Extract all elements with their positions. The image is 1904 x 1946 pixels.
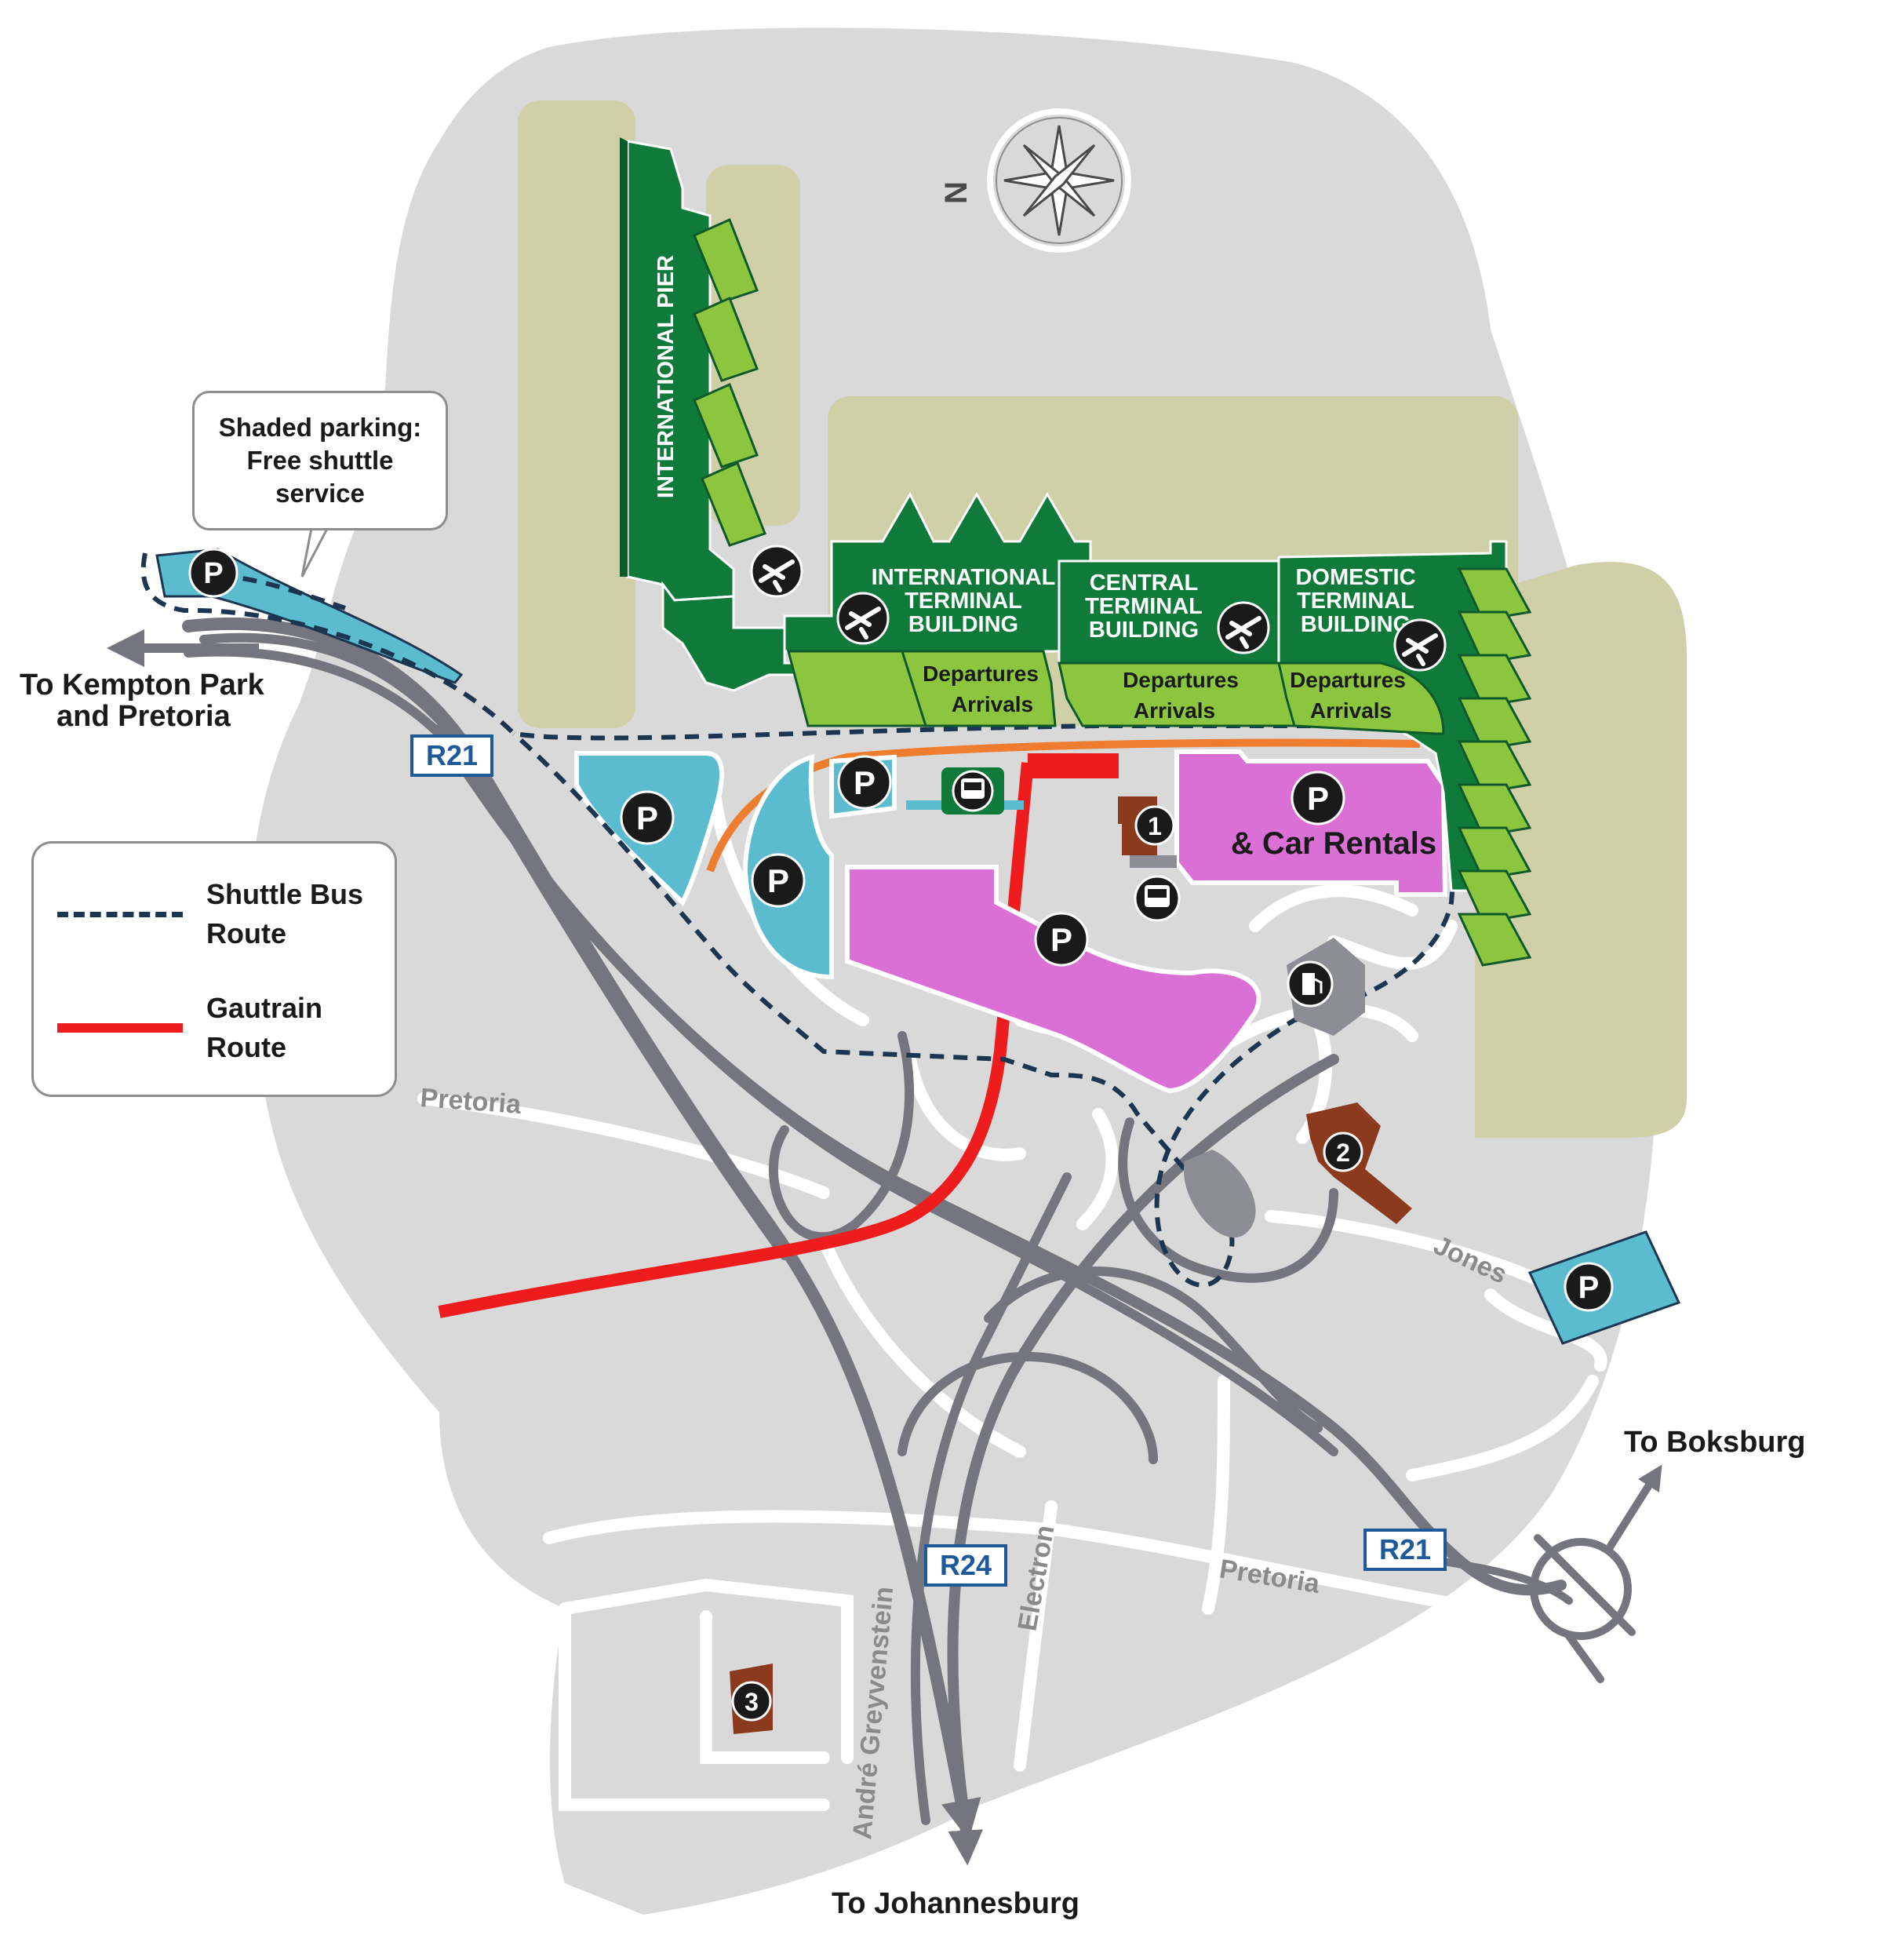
legend-shuttle-row: Shuttle Bus Route — [57, 875, 379, 953]
callout-line: service — [275, 479, 365, 508]
grey-parking-area — [1183, 1150, 1256, 1238]
svg-text:and Pretoria: and Pretoria — [56, 700, 231, 733]
svg-text:TERMINAL: TERMINAL — [905, 589, 1022, 614]
orange-route — [706, 738, 1421, 873]
airplane-icon — [750, 545, 803, 598]
svg-text:P: P — [1307, 780, 1329, 817]
parking-icon: P — [751, 853, 806, 908]
legend-gautrain-row: Gautrain Route — [57, 989, 379, 1067]
legend-shuttle-label: Shuttle Bus Route — [206, 878, 364, 949]
arrivals-label: Arrivals — [952, 692, 1033, 716]
fuel-station-icon — [1287, 938, 1365, 1036]
departures-label: Departures — [1290, 668, 1406, 692]
parking-icon: P — [837, 755, 892, 810]
destination-kempton: To Kempton Park and Pretoria — [20, 669, 265, 733]
road-shield-r21: R21 — [1363, 1529, 1447, 1571]
parking-icon: P — [1034, 912, 1089, 967]
arrivals-label: Arrivals — [1310, 698, 1392, 723]
international-pier-label: INTERNATIONAL PIER — [653, 255, 679, 498]
building-2: 2 — [1306, 1102, 1412, 1224]
svg-text:P: P — [767, 862, 789, 899]
svg-text:N: N — [939, 181, 974, 204]
svg-text:CENTRAL: CENTRAL — [1090, 570, 1199, 596]
svg-text:BUILDING: BUILDING — [1089, 618, 1199, 643]
parking-icon: P — [188, 548, 238, 598]
svg-text:P: P — [1578, 1270, 1600, 1305]
car-rentals-label: & Car Rentals — [1231, 826, 1436, 861]
gautrain-station — [1028, 753, 1119, 778]
airfield-area — [1475, 562, 1687, 1138]
shuttle-bus-route — [195, 570, 346, 610]
svg-text:DOMESTIC: DOMESTIC — [1295, 565, 1415, 590]
departures-label: Departures — [923, 661, 1039, 686]
airplane-icon — [1217, 601, 1270, 654]
gautrain-line-swatch — [57, 1023, 183, 1033]
svg-text:INTERNATIONAL: INTERNATIONAL — [872, 565, 1056, 590]
airfield-area — [518, 100, 635, 728]
international-terminal-label: INTERNATIONAL TERMINAL BUILDING — [872, 565, 1056, 637]
domestic-terminal-label: DOMESTIC TERMINAL BUILDING — [1295, 565, 1415, 637]
callout-line: Free shuttle — [246, 446, 394, 475]
map-legend: Shuttle Bus Route Gautrain Route — [31, 841, 397, 1097]
callout-pointer — [300, 523, 332, 578]
building-3: 3 — [730, 1664, 773, 1734]
bus-icon — [1134, 875, 1181, 922]
callout-line: Shaded parking: — [218, 413, 422, 442]
destination-boksburg: To Boksburg — [1624, 1426, 1806, 1459]
highways — [182, 617, 1567, 1841]
johannesburg-arrow — [948, 1820, 984, 1866]
parking-lot-pink — [845, 865, 1261, 1094]
svg-text:To Kempton Park: To Kempton Park — [20, 669, 265, 702]
svg-text:TERMINAL: TERMINAL — [1297, 589, 1414, 614]
parking-icon: P — [1564, 1262, 1614, 1312]
departures-arrivals-labels: Departures Arrivals Departures Arrivals … — [923, 661, 1406, 723]
compass-rose-icon: N — [939, 108, 1131, 253]
svg-text:3: 3 — [744, 1688, 759, 1716]
svg-text:P: P — [1050, 921, 1072, 958]
svg-text:P: P — [854, 764, 876, 801]
svg-text:R24: R24 — [940, 1549, 992, 1581]
departures-label: Departures — [1123, 668, 1239, 692]
svg-text:BUILDING: BUILDING — [908, 612, 1018, 637]
parking-icon: P — [1291, 771, 1345, 825]
svg-text:P: P — [636, 800, 658, 836]
road-shield-r21: R21 — [410, 734, 493, 777]
svg-text:TERMINAL: TERMINAL — [1085, 594, 1203, 619]
arrivals-label: Arrivals — [1134, 698, 1215, 723]
svg-text:P: P — [203, 557, 223, 590]
legend-gautrain-label: Gautrain Route — [206, 992, 323, 1063]
svg-text:R21: R21 — [1379, 1533, 1431, 1565]
shuttle-bus-route — [140, 552, 1457, 1288]
central-terminal-label: CENTRAL TERMINAL BUILDING — [1085, 570, 1203, 643]
bus-icon — [941, 767, 1004, 814]
svg-text:BUILDING: BUILDING — [1301, 612, 1411, 637]
street-label-pretoria: Pretoria — [419, 1083, 522, 1120]
svg-text:R21: R21 — [426, 739, 478, 771]
boksburg-junction — [1440, 1464, 1662, 1683]
shaded-parking-callout: Shaded parking: Free shuttle service — [192, 391, 448, 530]
parking-icon: P — [620, 790, 675, 845]
building-1: 1 — [1118, 796, 1177, 868]
road-shield-r24: R24 — [924, 1544, 1007, 1587]
svg-text:2: 2 — [1336, 1139, 1350, 1167]
svg-text:1: 1 — [1148, 812, 1162, 840]
destination-johannesburg: To Johannesburg — [832, 1887, 1079, 1920]
airplane-icon — [1393, 618, 1447, 672]
gautrain-route — [438, 762, 1034, 1318]
shuttle-line-swatch — [57, 911, 183, 917]
airplane-icon — [836, 592, 890, 645]
